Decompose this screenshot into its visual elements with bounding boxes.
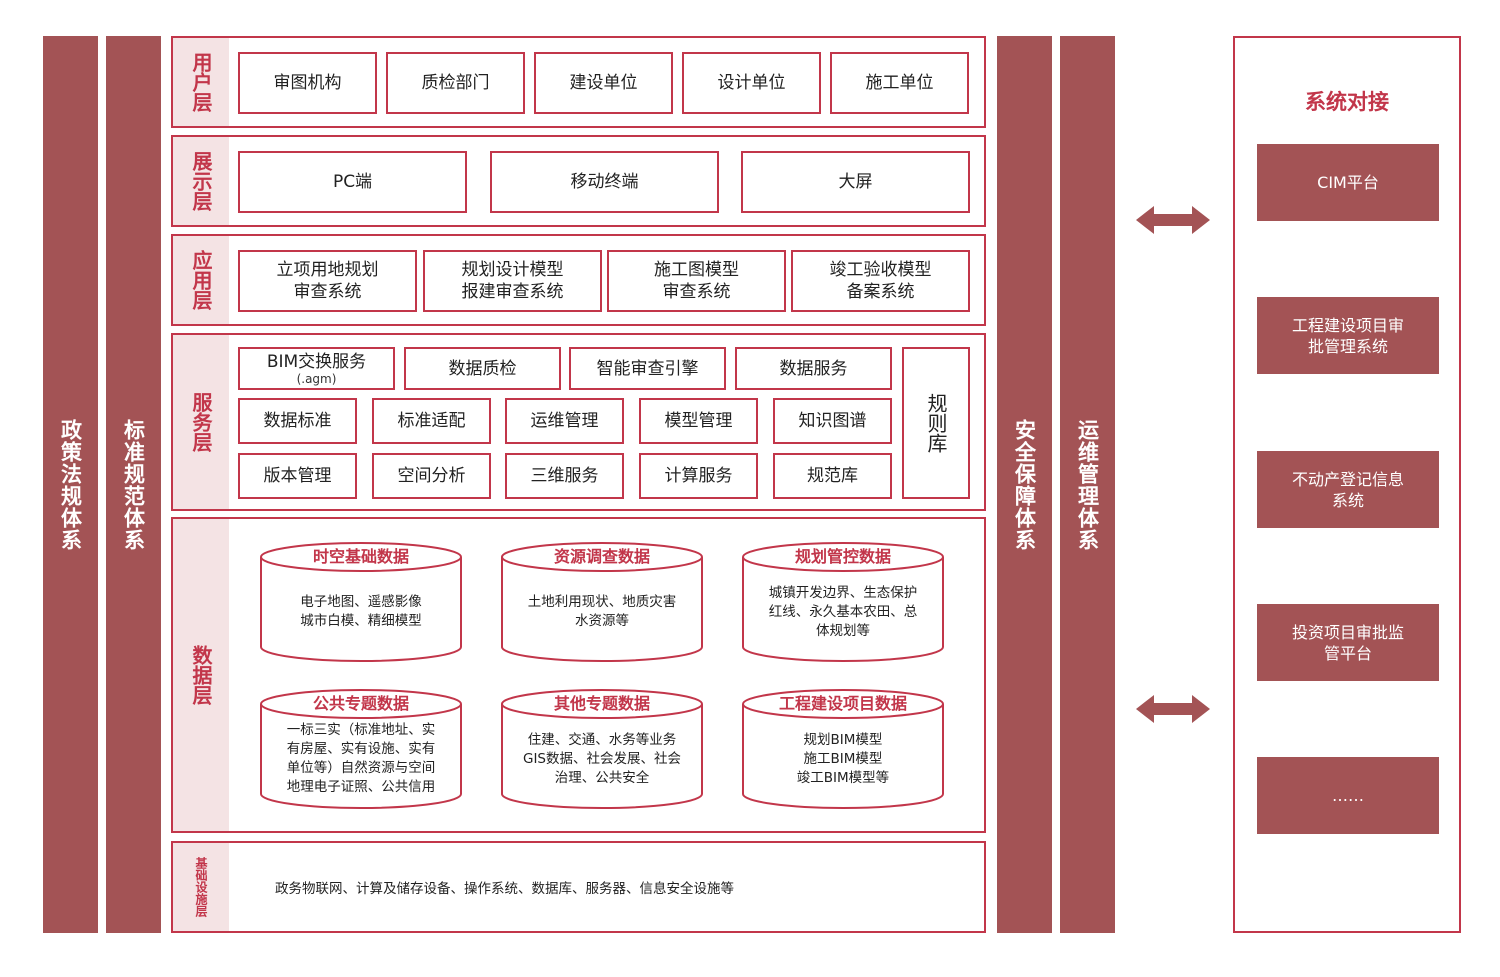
service-item: 知识图谱 <box>773 398 892 444</box>
cylinder-shape <box>501 689 703 809</box>
data-layer: 数据层 时空基础数据 电子地图、遥感影像 城市白模、精细模型 资源调查数据 土地… <box>171 517 986 833</box>
application-item: 施工图模型 审查系统 <box>607 250 786 312</box>
user-layer: 用户层 审图机构 质检部门 建设单位 设计单位 施工单位 <box>171 36 986 128</box>
application-item: 规划设计模型 报建审查系统 <box>423 250 602 312</box>
service-item-label: BIM交换服务 <box>266 352 367 372</box>
cylinder-title: 规划管控数据 <box>794 547 891 566</box>
double-arrow-icon <box>1136 695 1210 723</box>
service-item-bim-exchange: BIM交换服务 (.agm) <box>238 347 395 390</box>
service-item: 数据质检 <box>404 347 561 390</box>
data-layer-label: 数据层 <box>173 519 229 831</box>
service-item: 版本管理 <box>238 453 357 499</box>
service-item: 计算服务 <box>639 453 758 499</box>
user-item: 审图机构 <box>238 52 377 114</box>
cylinder-shape <box>501 542 703 662</box>
data-cylinder: 资源调查数据 土地利用现状、地质灾害 水资源等 <box>500 541 704 663</box>
service-item: 标准适配 <box>372 398 491 444</box>
service-item: 空间分析 <box>372 453 491 499</box>
display-item: PC端 <box>238 151 467 213</box>
cylinder-title: 公共专题数据 <box>312 694 409 713</box>
cylinder-title: 时空基础数据 <box>312 547 409 566</box>
application-layer-label: 应用层 <box>173 236 229 324</box>
application-item: 竣工验收模型 备案系统 <box>791 250 970 312</box>
system-docking-panel: 系统对接 CIM平台 工程建设项目审 批管理系统 不动产登记信息 系统 投资项目… <box>1233 36 1461 933</box>
security-system-bar: 安全保障体系 <box>997 36 1052 933</box>
docking-item: CIM平台 <box>1257 144 1439 221</box>
docking-item: 工程建设项目审 批管理系统 <box>1257 297 1439 374</box>
cylinder-title: 其他专题数据 <box>553 694 650 713</box>
user-item: 设计单位 <box>682 52 821 114</box>
cylinder-body: 城镇开发边界、生态保护 红线、永久基本农田、总 体规划等 <box>768 584 918 639</box>
service-item: 规范库 <box>773 453 892 499</box>
user-item: 质检部门 <box>386 52 525 114</box>
application-layer: 应用层 立项用地规划 审查系统 规划设计模型 报建审查系统 施工图模型 审查系统… <box>171 234 986 326</box>
service-item: 三维服务 <box>505 453 624 499</box>
display-item: 大屏 <box>741 151 970 213</box>
cylinder-body: 一标三实（标准地址、实 有房屋、实有设施、实有 单位等）自然资源与空间 地理电子… <box>286 722 436 795</box>
display-layer: 展示层 PC端 移动终端 大屏 <box>171 135 986 227</box>
cylinder-body: 规划BIM模型 施工BIM模型 竣工BIM模型等 <box>796 731 890 786</box>
user-layer-label: 用户层 <box>173 38 229 126</box>
display-layer-label: 展示层 <box>173 137 229 225</box>
service-layer-label: 服务层 <box>173 335 229 509</box>
cylinder-body: 电子地图、遥感影像 城市白模、精细模型 <box>300 594 422 629</box>
docking-item: …… <box>1257 757 1439 834</box>
user-item: 建设单位 <box>534 52 673 114</box>
system-docking-title: 系统对接 <box>1305 90 1389 114</box>
service-item-sub: (.agm) <box>296 372 337 386</box>
infrastructure-text: 政务物联网、计算及储存设备、操作系统、数据库、服务器、信息安全设施等 <box>275 881 734 897</box>
policy-system-bar: 政策法规体系 <box>43 36 98 933</box>
service-item: 数据服务 <box>735 347 892 390</box>
data-cylinder: 时空基础数据 电子地图、遥感影像 城市白模、精细模型 <box>259 541 463 663</box>
service-item: 数据标准 <box>238 398 357 444</box>
cylinder-body: 住建、交通、水务等业务 GIS数据、社会发展、社会 治理、公共安全 <box>522 731 681 786</box>
user-item: 施工单位 <box>830 52 969 114</box>
infrastructure-layer: 基础设施层 政务物联网、计算及储存设备、操作系统、数据库、服务器、信息安全设施等 <box>171 841 986 933</box>
data-cylinder: 工程建设项目数据 规划BIM模型 施工BIM模型 竣工BIM模型等 <box>741 688 945 810</box>
application-item: 立项用地规划 审查系统 <box>238 250 417 312</box>
cylinder-shape <box>742 689 944 809</box>
infrastructure-layer-label: 基础设施层 <box>173 843 229 931</box>
cylinder-title: 工程建设项目数据 <box>778 694 907 713</box>
service-item: 智能审查引擎 <box>569 347 726 390</box>
cylinder-shape <box>742 542 944 662</box>
operations-system-bar: 运维管理体系 <box>1060 36 1115 933</box>
service-layer: 服务层 BIM交换服务 (.agm) 数据质检 智能审查引擎 数据服务 数据标准… <box>171 333 986 511</box>
standard-system-bar: 标准规范体系 <box>106 36 161 933</box>
double-arrow-icon <box>1136 206 1210 234</box>
data-cylinder: 规划管控数据 城镇开发边界、生态保护 红线、永久基本农田、总 体规划等 <box>741 541 945 663</box>
docking-item: 投资项目审批监 管平台 <box>1257 604 1439 681</box>
service-item: 运维管理 <box>505 398 624 444</box>
data-cylinder: 其他专题数据 住建、交通、水务等业务 GIS数据、社会发展、社会 治理、公共安全 <box>500 688 704 810</box>
display-item: 移动终端 <box>490 151 719 213</box>
service-item: 模型管理 <box>639 398 758 444</box>
cylinder-shape <box>260 689 462 809</box>
cylinder-body: 土地利用现状、地质灾害 水资源等 <box>527 594 677 629</box>
rule-library-box: 规则库 <box>902 347 970 499</box>
data-cylinder: 公共专题数据 一标三实（标准地址、实 有房屋、实有设施、实有 单位等）自然资源与… <box>259 688 463 810</box>
cylinder-shape <box>260 542 462 662</box>
docking-item: 不动产登记信息 系统 <box>1257 451 1439 528</box>
cylinder-title: 资源调查数据 <box>553 547 650 566</box>
